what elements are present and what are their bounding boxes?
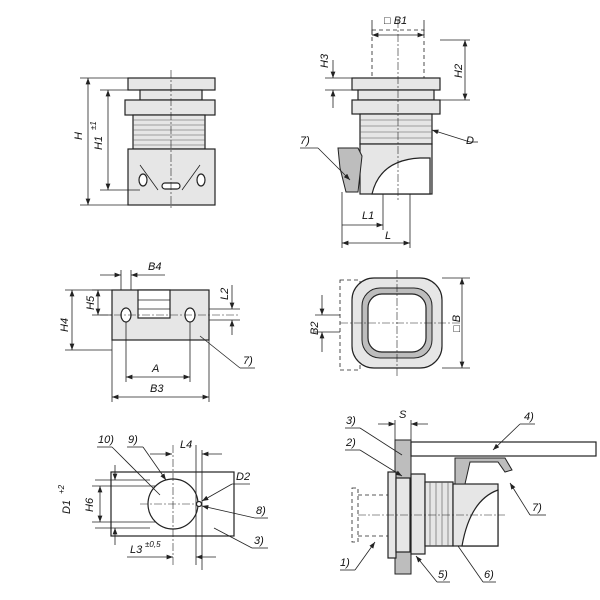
dim-L3: L3 xyxy=(130,544,143,556)
dim-L1: L1 xyxy=(362,210,374,222)
ref-7-bottom: 7) xyxy=(243,355,253,367)
ref-10: 10) xyxy=(98,434,114,446)
side-view: □ B1 H3 H2 D 7) L1 L xyxy=(300,15,478,248)
dim-H3: H3 xyxy=(319,53,331,68)
dim-D2: D2 xyxy=(236,471,250,483)
assembly-view: S 3) 2) 4) 7) 1) 5) 6) xyxy=(340,409,597,583)
bottom-view: B4 L2 H5 H4 A B3 7) xyxy=(59,261,255,402)
dim-B1: □ B1 xyxy=(384,15,407,27)
dim-L3-tolerance: ±0,5 xyxy=(145,540,161,549)
dim-L2: L2 xyxy=(219,288,231,300)
dim-L: L xyxy=(385,230,391,242)
ref-2: 2) xyxy=(345,437,356,449)
dim-B4: B4 xyxy=(148,261,161,273)
dim-B: □ B xyxy=(451,315,463,332)
ref-7-assembly: 7) xyxy=(532,502,542,514)
dim-H1-tolerance: ±1 xyxy=(89,121,98,130)
ref-4: 4) xyxy=(524,411,534,423)
ref-3-cutout: 3) xyxy=(254,535,264,547)
dim-B2: B2 xyxy=(309,322,321,335)
front-view: H H1 ±1 xyxy=(73,70,216,210)
dim-H5: H5 xyxy=(85,295,97,310)
dim-H6: H6 xyxy=(84,497,96,512)
ref-3-assembly: 3) xyxy=(346,415,356,427)
ref-7-side: 7) xyxy=(300,135,310,147)
dim-L4: L4 xyxy=(180,439,192,451)
top-view: □ B B2 xyxy=(309,270,470,376)
ref-1: 1) xyxy=(340,557,350,569)
dim-D: D xyxy=(466,135,474,147)
dim-H: H xyxy=(73,132,85,140)
ref-8: 8) xyxy=(256,505,266,517)
cutout-view: L4 D1 +2 H6 L3 ±0,5 10) 9) D2 8) 3) xyxy=(57,434,268,570)
dim-H1: H1 xyxy=(93,136,105,150)
ref-5: 5) xyxy=(438,569,448,581)
dim-A: A xyxy=(151,363,159,375)
dim-D1-tolerance: +2 xyxy=(57,484,66,494)
thread-lines xyxy=(133,119,205,146)
dim-H4: H4 xyxy=(59,318,71,332)
dim-D1: D1 xyxy=(61,500,73,514)
dim-H2: H2 xyxy=(453,64,465,78)
dim-S: S xyxy=(399,409,407,421)
dim-B3: B3 xyxy=(150,383,164,395)
ref-9: 9) xyxy=(128,434,138,446)
ref-6: 6) xyxy=(484,569,494,581)
